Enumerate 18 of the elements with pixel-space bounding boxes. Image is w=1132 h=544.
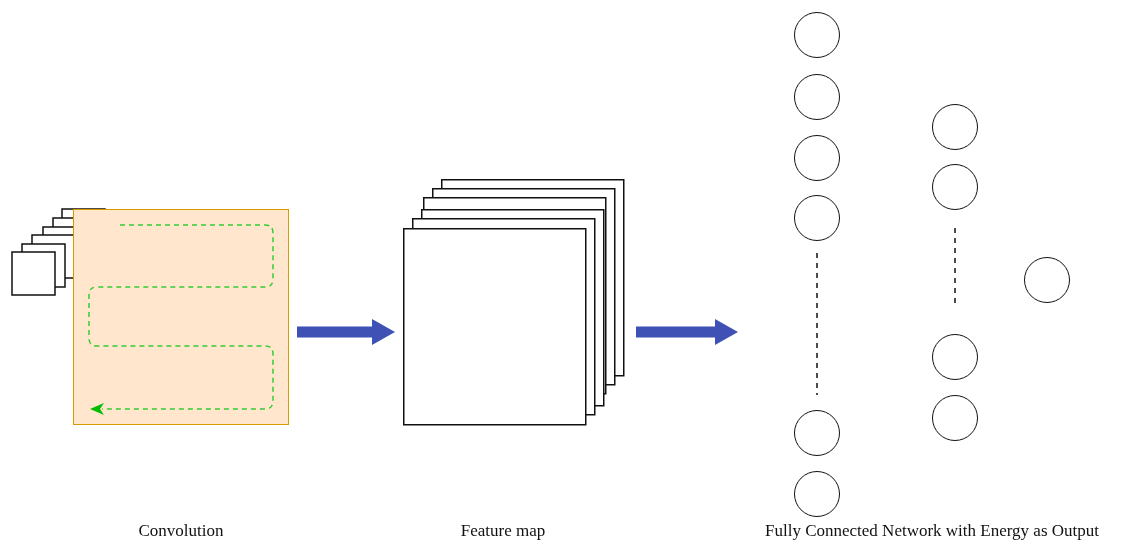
neuron-circle — [1024, 257, 1070, 303]
neuron-circle — [794, 195, 840, 241]
neuron-circle — [932, 164, 978, 210]
neuron-circle — [932, 104, 978, 150]
block-arrow — [636, 319, 738, 345]
neuron-circle — [794, 135, 840, 181]
caption: Fully Connected Network with Energy as Output — [765, 521, 1099, 541]
neuron-circle — [932, 334, 978, 380]
neuron-circle — [794, 74, 840, 120]
neuron-circle — [794, 12, 840, 58]
neuron-circle — [794, 410, 840, 456]
neuron-circle — [794, 471, 840, 517]
neuron-circle — [932, 395, 978, 441]
input-grid-panel — [73, 209, 289, 425]
block-arrow — [297, 319, 395, 345]
caption: Feature map — [460, 521, 546, 541]
feature-map-stack — [403, 179, 628, 425]
caption: Convolution — [138, 521, 224, 541]
